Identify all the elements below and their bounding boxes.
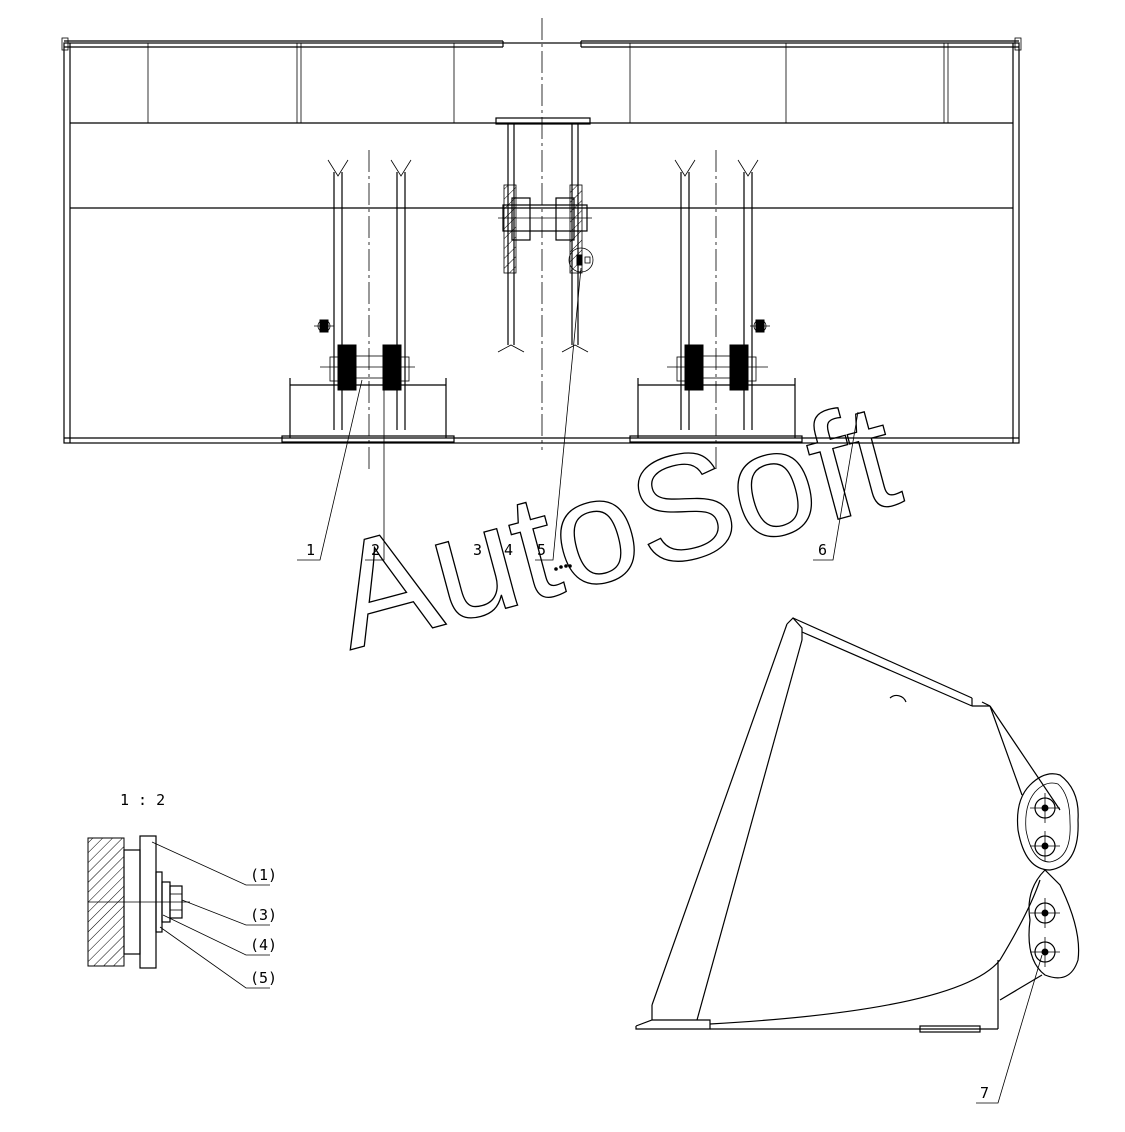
- leader-lines: [297, 267, 859, 561]
- callout-7: 7: [980, 1084, 989, 1102]
- detail-callout-1: (1): [250, 866, 277, 884]
- detail-callout-5: (5): [250, 969, 277, 987]
- bucket-top-view: [61, 18, 1022, 561]
- right-hinge-bracket: [629, 150, 803, 470]
- detail-view: [87, 835, 270, 989]
- bucket-side-view: [635, 617, 1080, 1104]
- callout-1: 1: [306, 541, 315, 559]
- callout-3: 3: [473, 541, 482, 559]
- callout-6: 6: [818, 541, 827, 559]
- callout-4: 4: [504, 541, 513, 559]
- callout-2: 2: [371, 541, 380, 559]
- detail-callout-3: (3): [250, 906, 277, 924]
- left-hinge-bracket: [281, 150, 455, 470]
- callout-5: 5: [537, 541, 546, 559]
- detail-callout-4: (4): [250, 936, 277, 954]
- detail-scale-label: 1 : 2: [120, 791, 165, 809]
- center-stop-bracket: [495, 117, 594, 353]
- bucket-outline: [63, 42, 1020, 444]
